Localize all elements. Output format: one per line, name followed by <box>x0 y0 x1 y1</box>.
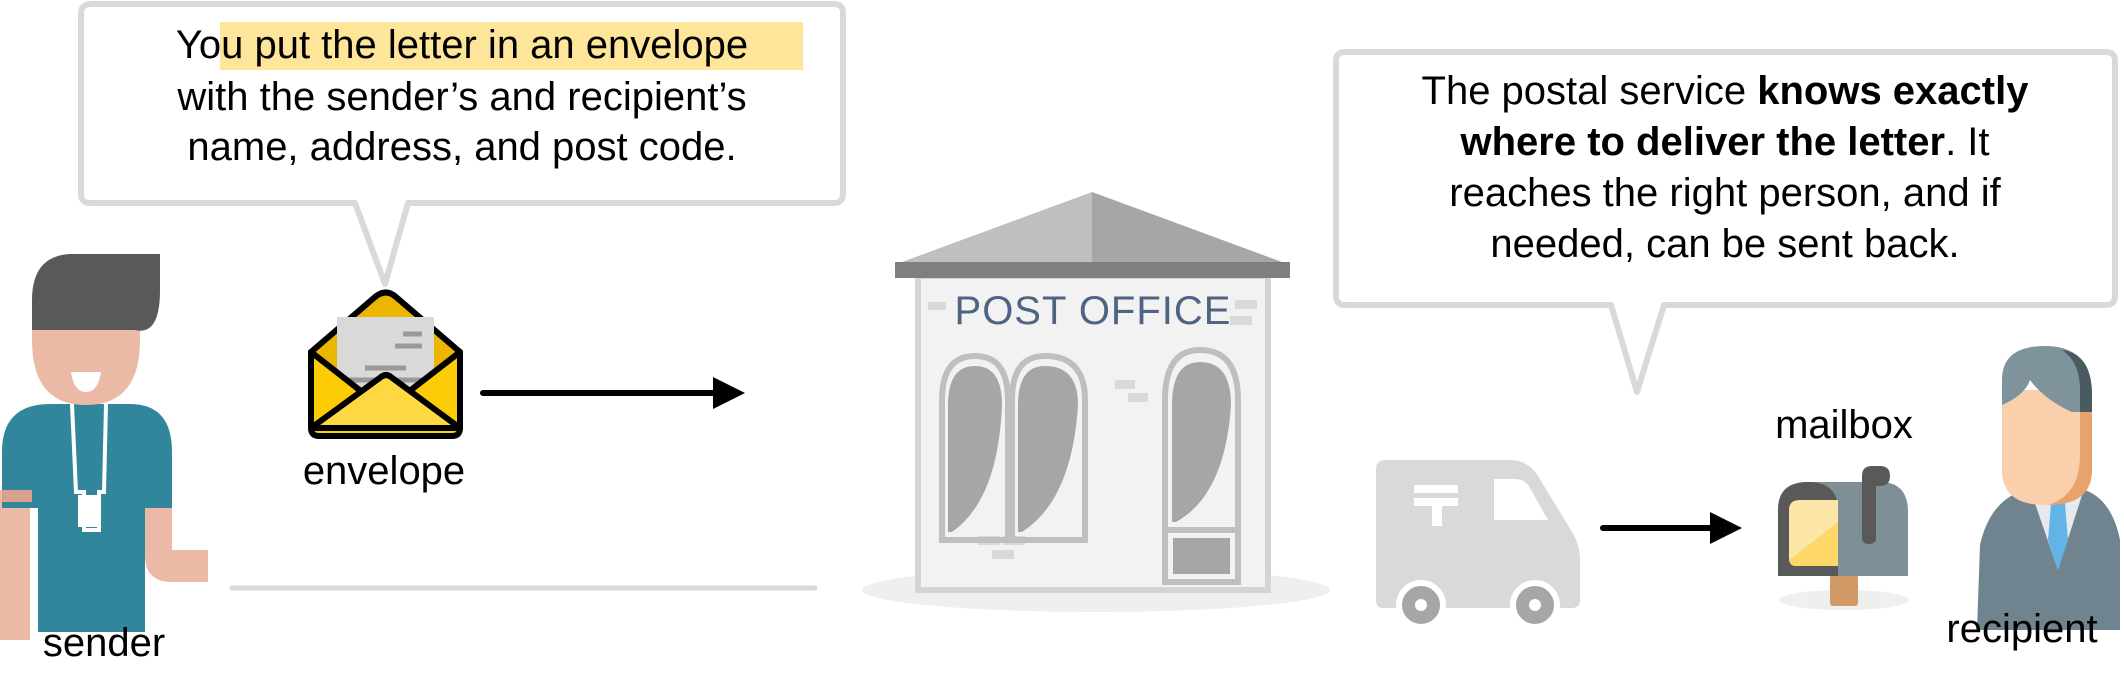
sender-person-icon <box>0 254 208 640</box>
right-bubble-line-1: The postal service knows exactly <box>1422 69 2030 113</box>
highlight-mark <box>220 22 803 70</box>
right-bubble-line-2: where to deliver the letter. It <box>1459 120 1989 164</box>
arrow-right-icon <box>480 377 745 409</box>
left-speech-bubble: You put the letter in an envelope with t… <box>78 1 846 287</box>
envelope-label: envelope <box>303 449 465 493</box>
right-bubble-line-3: reaches the right person, and if <box>1449 171 2001 215</box>
delivery-van-icon <box>1376 460 1580 630</box>
arrow-right-icon <box>1600 512 1742 544</box>
envelope-icon <box>308 289 463 439</box>
recipient-label: recipient <box>1946 607 2097 651</box>
left-bubble-line-2: with the sender’s and recipient’s <box>176 75 746 119</box>
mailbox-icon <box>1778 466 1909 610</box>
left-bubble-line-3: name, address, and post code. <box>187 125 736 169</box>
left-bubble-line-1: You put the letter in an envelope <box>176 23 748 67</box>
mailbox-label: mailbox <box>1775 403 1913 447</box>
post-office-sign: POST OFFICE <box>955 289 1232 333</box>
right-speech-bubble: The postal service knows exactly where t… <box>1333 49 2118 395</box>
sender-label: sender <box>43 621 165 665</box>
right-bubble-line-4: needed, can be sent back. <box>1490 222 1959 266</box>
recipient-person-icon <box>1977 346 2120 630</box>
post-office-building-icon: POST OFFICE <box>862 192 1330 612</box>
